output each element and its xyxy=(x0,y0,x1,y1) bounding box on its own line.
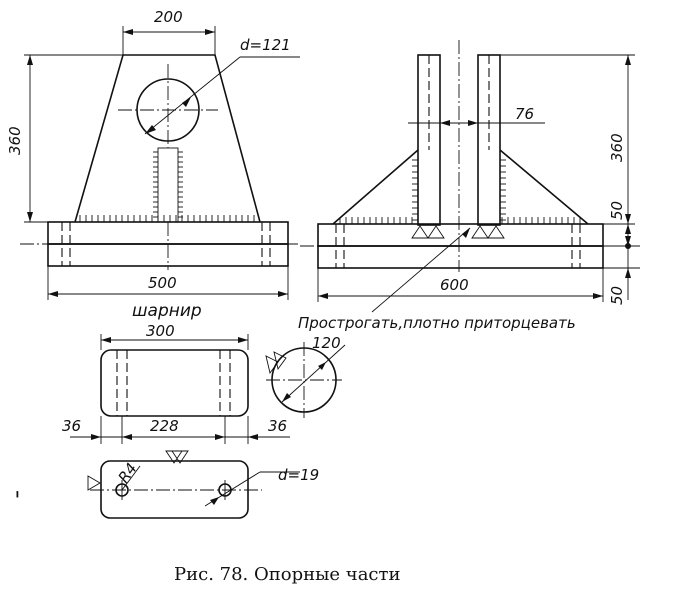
bolt-plate-rect xyxy=(100,460,249,519)
dim-50-top: 50 xyxy=(608,201,626,220)
left-rib xyxy=(157,147,179,223)
left-support-view: 200 360 d=121 500 шарнир xyxy=(6,8,300,321)
dim-d121: d=121 xyxy=(240,36,291,54)
dim-500: 500 xyxy=(148,274,177,292)
dim-50-bottom: 50 xyxy=(608,286,626,305)
dim-r4: R4 xyxy=(115,460,141,487)
dim-36-left: 36 xyxy=(62,417,81,435)
dim-300: 300 xyxy=(146,322,175,340)
svg-text:ı: ı xyxy=(16,489,19,500)
hinge-plate-rect xyxy=(100,349,249,417)
hinge-label: шарнир xyxy=(132,301,202,321)
dim-200: 200 xyxy=(154,8,183,26)
right-support-view: 76 360 50 50 600 Прострогать,плотно прит… xyxy=(298,40,640,332)
dim-36-right: 36 xyxy=(268,417,287,435)
pin-view: 120 xyxy=(265,334,346,418)
right-upper-base-plate xyxy=(317,223,604,247)
planing-note: Прострогать,плотно приторцевать xyxy=(298,314,576,332)
figure-caption: Рис. 78. Опорные части xyxy=(174,564,400,585)
dim-76: 76 xyxy=(515,105,534,123)
left-trapezoid-plate xyxy=(74,54,261,223)
dim-600: 600 xyxy=(440,276,469,294)
dim-120: 120 xyxy=(312,334,341,352)
dim-d19: d=19 xyxy=(278,466,319,484)
dim-228: 228 xyxy=(150,417,179,435)
pin-circle xyxy=(271,347,337,413)
dim-360-left: 360 xyxy=(6,126,24,155)
left-base-weld-marks xyxy=(79,215,255,222)
right-lower-base-plate xyxy=(317,245,604,269)
dim-360-right: 360 xyxy=(608,133,626,162)
